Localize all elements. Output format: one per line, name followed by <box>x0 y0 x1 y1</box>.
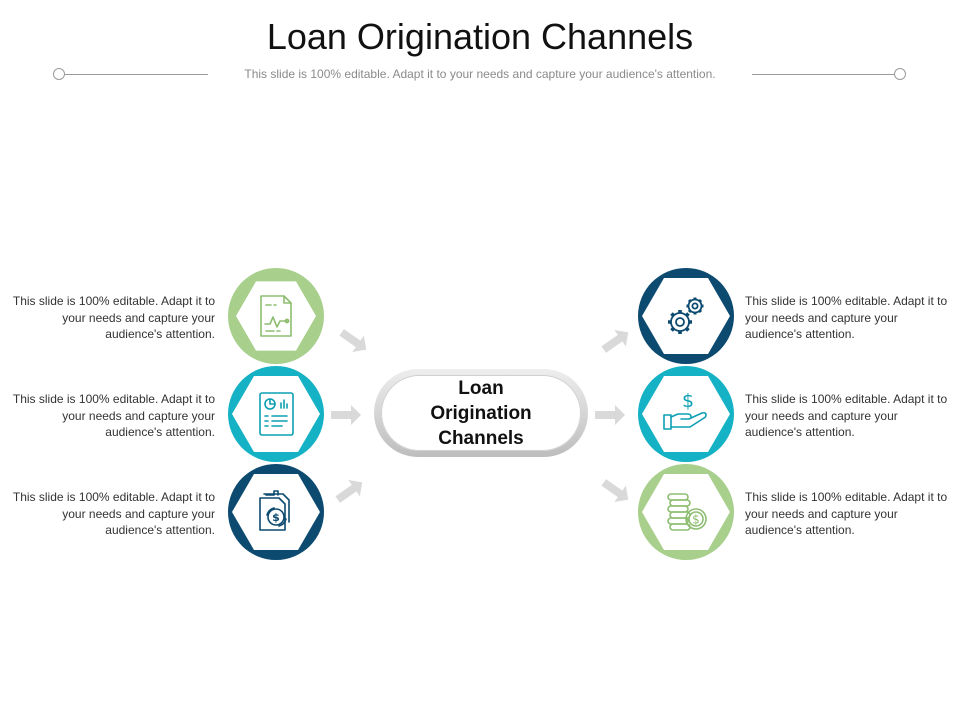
left-item-1-text: This slide is 100% editable. Adapt it to… <box>12 294 215 341</box>
arrow-left-1 <box>339 329 367 353</box>
right-node-3: $ <box>638 464 734 560</box>
left-node-1 <box>228 268 324 364</box>
left-item-2-text: This slide is 100% editable. Adapt it to… <box>12 392 215 439</box>
center-pill-inner: Loan Origination Channels <box>381 375 581 451</box>
arrow-right-3 <box>601 479 629 503</box>
center-pill: Loan Origination Channels <box>374 369 588 457</box>
report-pie-chart-icon <box>259 392 294 436</box>
left-item-3-text: This slide is 100% editable. Adapt it to… <box>12 490 215 537</box>
slide-subtitle: This slide is 100% editable. Adapt it to… <box>244 67 716 81</box>
arrow-left-2 <box>331 405 361 425</box>
right-node-2: $ <box>638 366 734 462</box>
hand-dollar-icon: $ <box>663 390 707 430</box>
svg-text:$: $ <box>692 513 700 527</box>
dollar-document-icon: $ <box>259 490 290 531</box>
arrow-right-2 <box>595 405 625 425</box>
right-item-1-text: This slide is 100% editable. Adapt it to… <box>745 294 948 341</box>
right-item-3-text: This slide is 100% editable. Adapt it to… <box>745 490 948 537</box>
left-node-2 <box>228 366 324 462</box>
gears-icon <box>668 297 704 334</box>
rule-right-line <box>752 74 895 75</box>
slide-title: Loan Origination Channels <box>266 16 694 57</box>
right-item-2-text: This slide is 100% editable. Adapt it to… <box>745 392 948 439</box>
arrow-left-3 <box>335 479 363 503</box>
rule-right-dot <box>894 68 906 80</box>
rule-left-dot <box>53 68 65 80</box>
right-node-1 <box>638 268 734 364</box>
svg-text:$: $ <box>682 390 694 412</box>
center-label: Loan Origination Channels <box>430 377 532 449</box>
left-node-3: $ <box>228 464 324 560</box>
arrow-right-1 <box>601 329 629 353</box>
svg-text:$: $ <box>272 511 280 524</box>
coins-dollar-icon: $ <box>667 493 707 531</box>
document-chart-icon <box>260 295 292 337</box>
rule-left-line <box>65 74 208 75</box>
